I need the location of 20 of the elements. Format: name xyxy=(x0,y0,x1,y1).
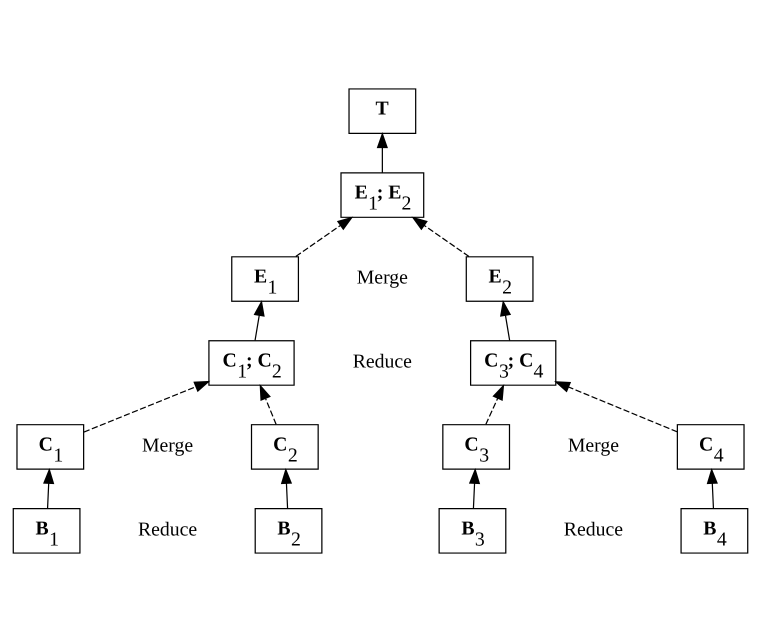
arrow xyxy=(43,467,54,508)
arrow xyxy=(296,216,354,256)
label: Merge xyxy=(568,434,620,456)
arrow xyxy=(376,132,388,172)
label: Reduce xyxy=(352,350,412,372)
arrow xyxy=(84,380,210,432)
arrow xyxy=(254,299,265,340)
label: Merge xyxy=(142,434,194,456)
label: Merge xyxy=(356,266,408,288)
arrow xyxy=(554,380,678,432)
arrow xyxy=(280,467,292,508)
arrow xyxy=(411,216,470,256)
arrow xyxy=(485,384,504,424)
arrow xyxy=(260,384,277,424)
label: Reduce xyxy=(138,518,198,540)
arrow xyxy=(706,467,718,508)
label: Reduce xyxy=(564,518,624,540)
arrow xyxy=(468,467,480,508)
arrow xyxy=(500,299,512,340)
node-box: T xyxy=(348,88,416,134)
